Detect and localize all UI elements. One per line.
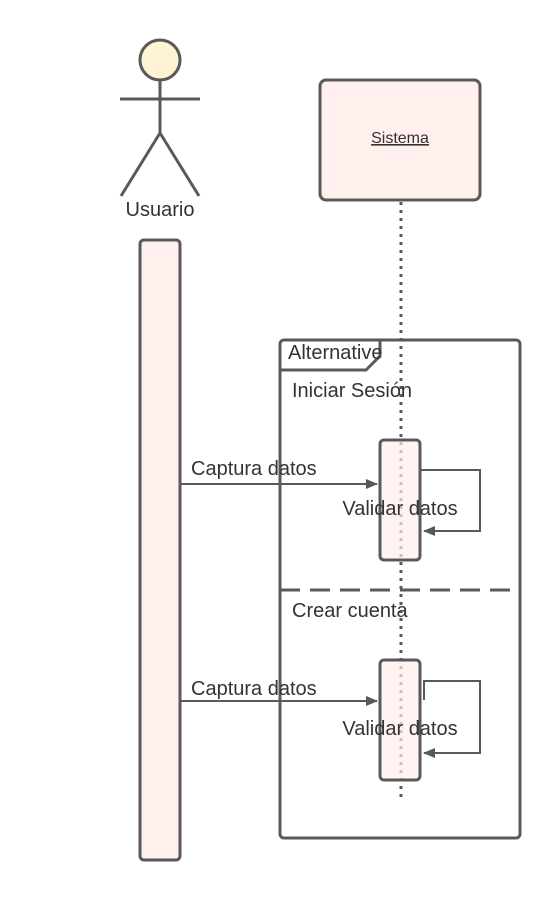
message-captura-datos-2: Captura datos xyxy=(181,678,378,706)
self-message-label: Validar datos xyxy=(342,718,457,740)
guard-crear-cuenta: Crear cuenta xyxy=(292,600,408,622)
alt-fragment-operator: Alternative xyxy=(288,342,383,364)
actor-right-leg xyxy=(158,132,201,197)
lifeline-head-box xyxy=(318,78,482,202)
system-activation-bar-1 xyxy=(378,438,422,562)
self-message-arrow xyxy=(421,469,481,536)
alt-fragment-tab xyxy=(280,340,382,372)
actor-head xyxy=(138,38,182,82)
self-message-validar-datos-2: Validar datos xyxy=(342,680,481,758)
lifeline-sistema: Sistema xyxy=(318,78,482,202)
alt-fragment: Alternative Iniciar Sesión Crear cuenta xyxy=(278,338,522,840)
actor-activation-bar xyxy=(138,238,182,862)
message-label: Captura datos xyxy=(191,458,317,480)
self-message-validar-datos-1: Validar datos xyxy=(342,469,481,536)
lifeline-head-label: Sistema xyxy=(371,130,429,147)
guard-iniciar-sesion: Iniciar Sesión xyxy=(292,380,412,402)
message-label: Captura datos xyxy=(191,678,317,700)
system-activation-bar-2 xyxy=(378,658,422,782)
self-message-arrow xyxy=(423,680,481,758)
message-captura-datos-1: Captura datos xyxy=(181,458,378,489)
actor-label: Usuario xyxy=(126,199,195,221)
actor-usuario: Usuario xyxy=(119,38,201,221)
actor-left-leg xyxy=(119,132,162,197)
self-message-label: Validar datos xyxy=(342,498,457,520)
